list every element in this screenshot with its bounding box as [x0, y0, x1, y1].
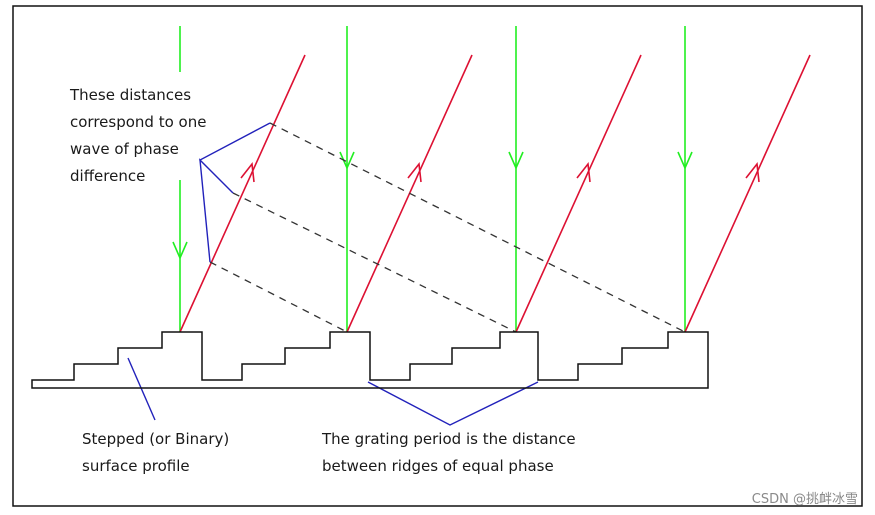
grating-period-line-1: The grating period is the distance [321, 430, 576, 448]
diffracted-arrowhead-2 [407, 161, 422, 183]
wavefront-3 [209, 261, 348, 333]
grating-period-line-2: between ridges of equal phase [322, 457, 554, 475]
incident-rays [172, 26, 693, 332]
diffracted-rays [179, 54, 811, 333]
phase-distance-line-1: These distances [69, 86, 191, 104]
incident-arrowhead-4 [677, 151, 693, 170]
diffracted-ray-4 [684, 54, 811, 333]
grating-period-label: The grating period is the distance betwe… [321, 430, 580, 475]
grating-period-pointer [367, 381, 539, 426]
phase-distance-label: These distances correspond to one wave o… [69, 86, 211, 185]
incident-arrowhead-3 [508, 151, 524, 170]
diffracted-arrowhead-1 [240, 161, 255, 183]
wavefront-1 [269, 122, 686, 333]
diffracted-ray-1 [179, 54, 306, 333]
wavefront-2 [232, 192, 517, 333]
incident-arrowhead-2 [339, 151, 355, 170]
stepped-surface-profile [31, 331, 709, 389]
phase-distance-line-4: difference [70, 167, 145, 185]
incident-arrowhead-1 [172, 241, 188, 260]
surface-profile-label: Stepped (or Binary) surface profile [82, 430, 234, 475]
diffracted-arrowhead-3 [576, 161, 591, 183]
surface-profile-line-1: Stepped (or Binary) [82, 430, 229, 448]
diagram-frame [12, 5, 863, 507]
diffracted-ray-3 [515, 54, 642, 333]
diffracted-arrowhead-4 [745, 161, 760, 183]
wavefronts [209, 122, 686, 333]
watermark: CSDN @挑衅冰雪 [752, 492, 858, 507]
phase-distance-line-2: correspond to one [70, 113, 206, 131]
phase-distance-pointer [198, 122, 271, 263]
surface-profile-pointer [127, 357, 156, 421]
pointer-lines [127, 122, 539, 426]
phase-distance-line-3: wave of phase [70, 140, 179, 158]
surface-profile-line-2: surface profile [82, 457, 190, 475]
